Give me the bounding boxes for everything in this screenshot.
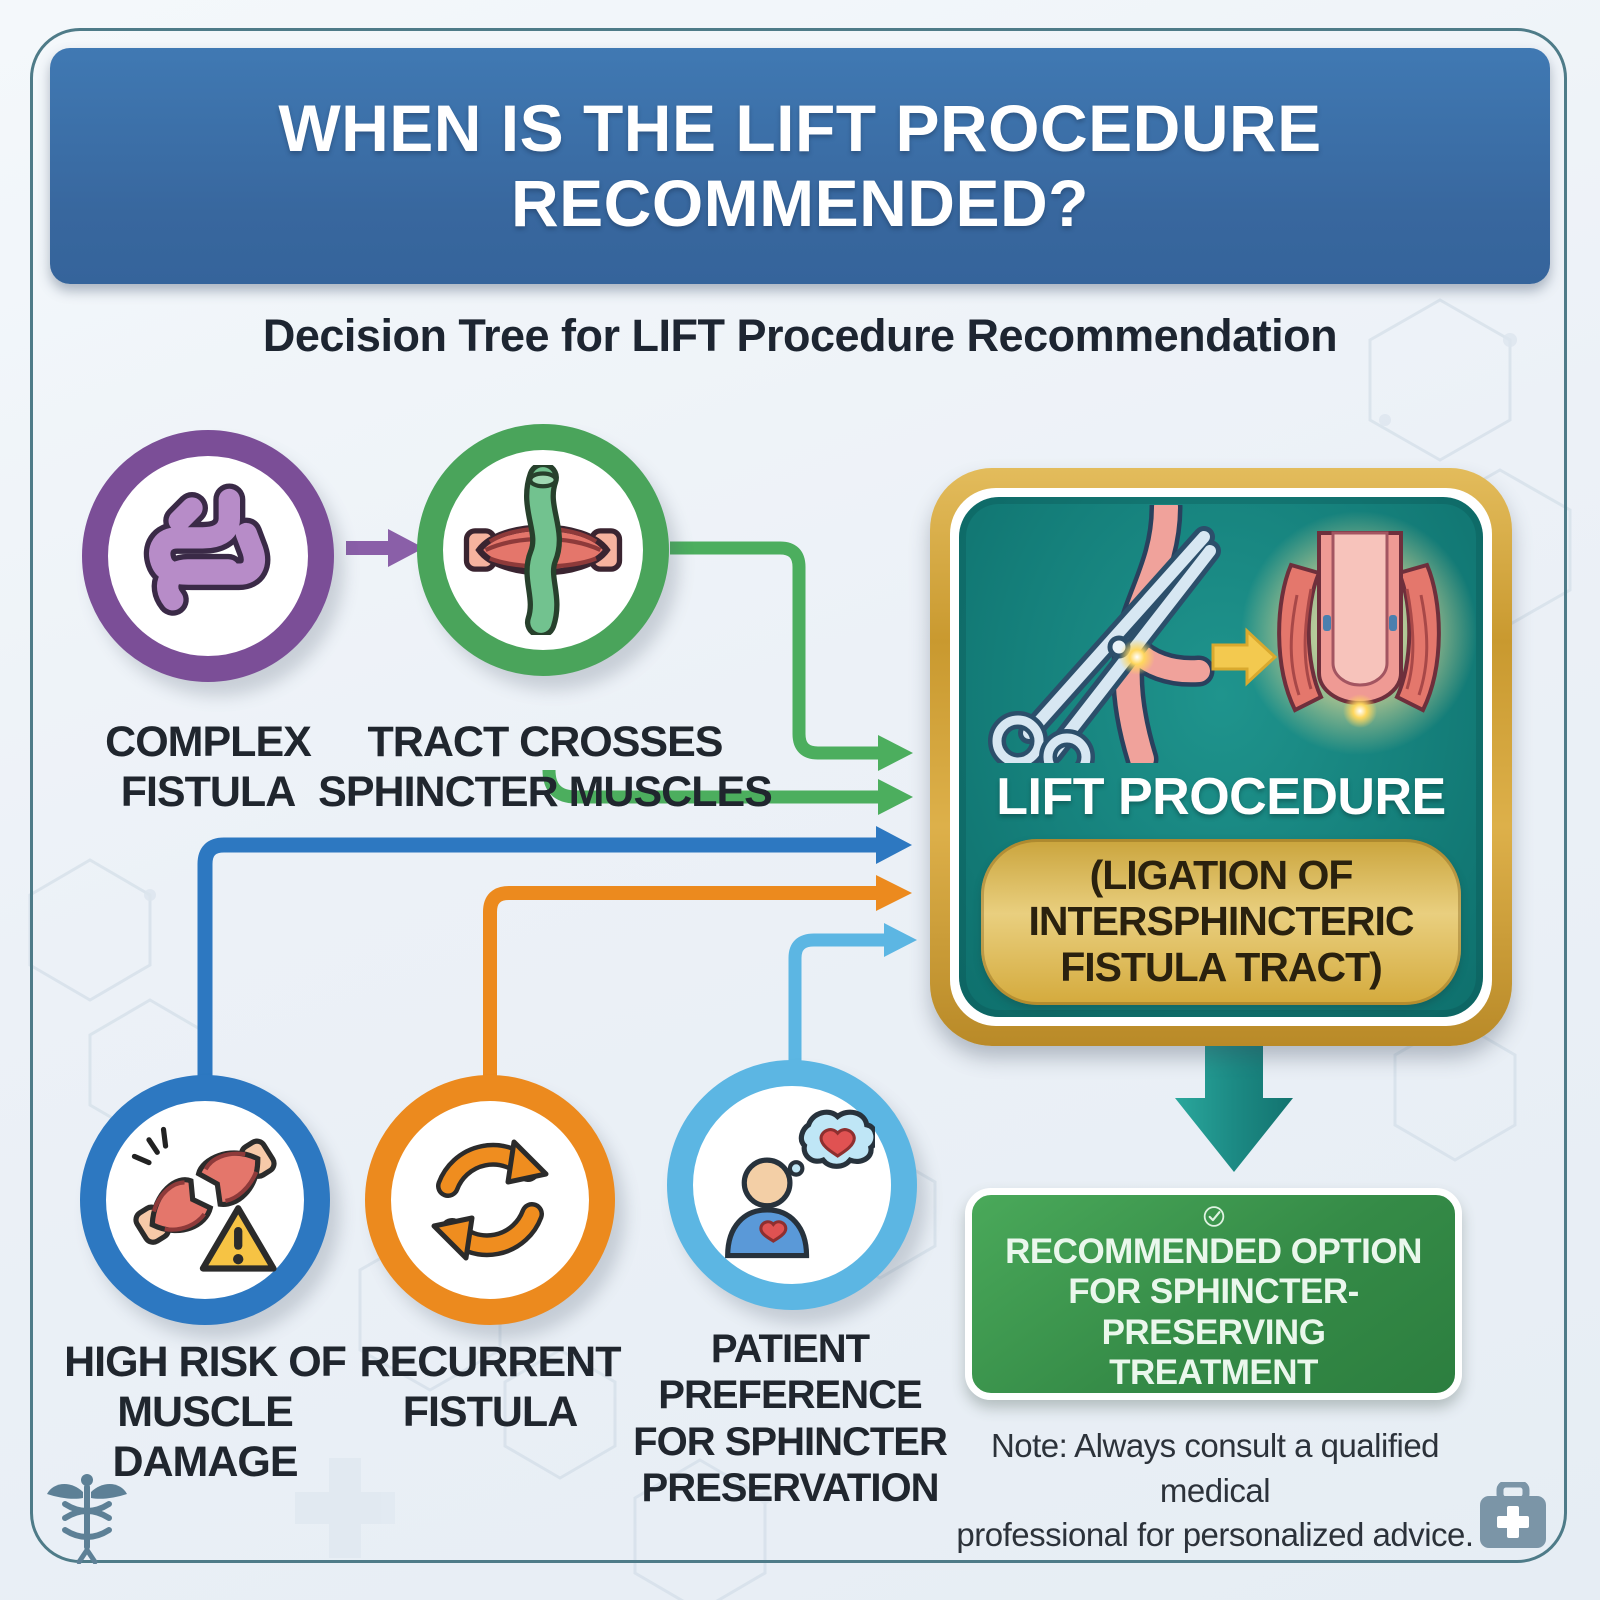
lift-procedure-box: LIFT PROCEDURE (LIGATION OF INTERSPHINCT… [930,468,1512,1046]
check-circle-icon [1203,1206,1224,1227]
page-title: WHEN IS THE LIFT PROCEDURE RECOMMENDED? [278,90,1322,240]
node-label-complex-fistula: COMPLEX FISTULA [105,718,312,816]
procedure-box-white-frame: LIFT PROCEDURE (LIGATION OF INTERSPHINCT… [950,488,1492,1026]
intestine-icon [143,483,271,616]
node-label-patient-preference: PATIENT PREFERENCE FOR SPHINCTER PRESERV… [633,1327,948,1511]
connector-complex-to-tract-arrow [346,529,424,567]
patient-heart-icon [725,1109,875,1259]
disclaimer-note: Note: Always consult a qualified medical… [956,1427,1474,1554]
header-banner: WHEN IS THE LIFT PROCEDURE RECOMMENDED? [50,48,1550,284]
warning-triangle-icon [199,1205,277,1272]
connector-tract-to-procedure-arrow [542,541,913,815]
diagram-subtitle: Decision Tree for LIFT Procedure Recomme… [262,310,1338,361]
caduceus-icon [47,1474,127,1564]
node-recurrent-fistula [365,1075,615,1325]
connector-highrisk-to-procedure-arrow [197,826,912,1080]
node-patient-preference [667,1060,917,1310]
medical-cross-watermark [295,1458,395,1558]
connector-recurrent-to-procedure-arrow [483,875,912,1080]
muscle-tract-icon [463,465,623,635]
procedure-title: LIFT PROCEDURE [996,768,1446,826]
torn-muscle-warning-icon [131,1126,277,1272]
node-label-high-risk: HIGH RISK OF MUSCLE DAMAGE [64,1338,347,1486]
recommended-option-label: RECOMMENDED OPTION FOR SPHINCTER-PRESERV… [1005,1232,1422,1392]
node-label-tract-crosses: TRACT CROSSES SPHINCTER MUSCLES [318,718,773,816]
anal-canal-anatomy [1277,531,1441,728]
procedure-box-panel: LIFT PROCEDURE (LIGATION OF INTERSPHINCT… [959,497,1483,1017]
connector-patient-to-procedure-arrow [788,923,917,1066]
first-aid-kit-icon [1480,1482,1546,1548]
connector-procedure-to-result-arrow [1175,995,1293,1172]
node-tract-crosses-sphincter [417,424,669,676]
node-complex-fistula [82,430,334,682]
surgical-forceps-icon [988,526,1221,763]
surgical-forceps-fistula-anatomy-illustration [988,505,1477,763]
node-label-recurrent-fistula: RECURRENT FISTULA [359,1338,622,1436]
infographic-border-frame [30,28,1567,1563]
node-high-risk-muscle-damage [80,1075,330,1325]
procedure-subtitle-pill: (LIGATION OF INTERSPHINCTERIC FISTULA TR… [981,839,1461,1005]
recurrence-cycle-icon [431,1139,549,1261]
recommended-option-box: RECOMMENDED OPTION FOR SPHINCTER-PRESERV… [965,1188,1462,1400]
pointer-arrow-icon [1211,627,1278,687]
thought-bubble [777,1109,875,1187]
